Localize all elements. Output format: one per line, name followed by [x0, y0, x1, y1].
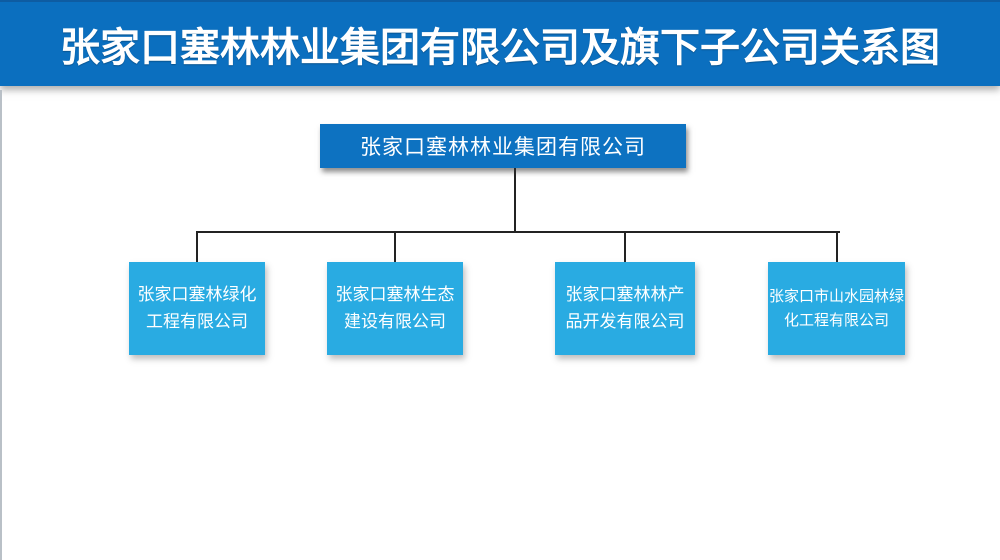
connector-root-riser [514, 168, 516, 232]
org-node-subsidiary-1-line1: 张家口塞林绿化 [137, 285, 257, 305]
org-node-subsidiary-2-line1: 张家口塞林生态 [335, 285, 455, 305]
org-node-subsidiary-4: 张家口市山水园林绿 化工程有限公司 [768, 262, 905, 355]
slide-left-edge-line [0, 90, 2, 560]
org-node-parent-label: 张家口塞林林业集团有限公司 [360, 136, 646, 159]
connector-drop-child-3 [624, 232, 626, 263]
org-node-subsidiary-3-line2: 品开发有限公司 [565, 311, 685, 331]
connector-drop-child-1 [196, 232, 198, 263]
org-node-subsidiary-1-line2: 工程有限公司 [146, 311, 248, 331]
org-node-parent-company: 张家口塞林林业集团有限公司 [320, 124, 686, 168]
org-node-subsidiary-3: 张家口塞林林产 品开发有限公司 [555, 262, 695, 355]
connector-horizontal-rail [196, 231, 840, 233]
org-node-subsidiary-2: 张家口塞林生态 建设有限公司 [327, 262, 463, 355]
title-banner: 张家口塞林林业集团有限公司及旗下子公司关系图 [0, 0, 1000, 86]
connector-drop-child-4 [836, 232, 838, 263]
org-node-subsidiary-3-line1: 张家口塞林林产 [565, 285, 685, 305]
connector-drop-child-2 [394, 232, 396, 263]
org-node-subsidiary-4-line1: 张家口市山水园林绿 [768, 288, 904, 306]
slide-title: 张家口塞林林业集团有限公司及旗下子公司关系图 [60, 26, 940, 70]
org-node-subsidiary-2-line2: 建设有限公司 [344, 311, 446, 331]
org-node-subsidiary-1: 张家口塞林绿化 工程有限公司 [129, 262, 265, 355]
org-node-subsidiary-4-line2: 化工程有限公司 [783, 311, 889, 329]
